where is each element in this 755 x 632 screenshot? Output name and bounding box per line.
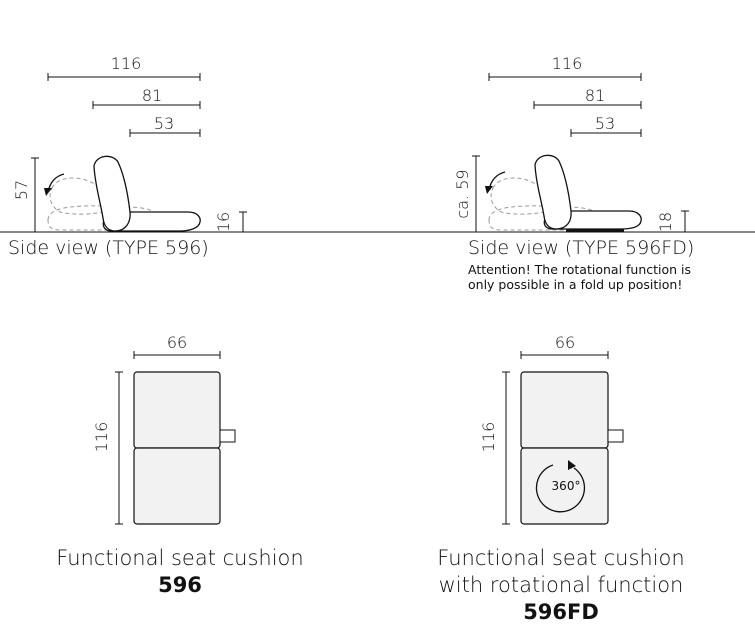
side-handle-fd bbox=[607, 429, 624, 443]
arrow-head bbox=[44, 188, 52, 196]
dimension-length-label: 116 bbox=[92, 422, 111, 453]
side-handle bbox=[219, 429, 236, 443]
cushion-backrest bbox=[93, 155, 131, 232]
product-title-596fd-line1: Functional seat cushion bbox=[437, 546, 685, 570]
cushion-back-panel-fd bbox=[520, 371, 609, 449]
product-title-596fd-line2: with rotational function bbox=[438, 573, 684, 597]
dimension-width-fd: 66 bbox=[520, 333, 609, 359]
top-view-596: 66 116 bbox=[92, 333, 236, 525]
rotation-circle-icon bbox=[535, 464, 586, 513]
dimension-middle-length-fd: 81 bbox=[533, 86, 642, 109]
rotation-arrow-head bbox=[568, 460, 576, 470]
dimension-width: 66 bbox=[133, 333, 221, 359]
side-view-caption-596fd: Side view (TYPE 596FD) bbox=[468, 237, 695, 259]
rotation-base bbox=[566, 229, 624, 232]
dimension-length-fd: 116 bbox=[479, 371, 510, 525]
arrow-head-fd bbox=[485, 186, 493, 194]
side-view-596: 116 81 53 57 16 bbox=[12, 54, 247, 232]
dimension-seat-height-fd: 18 bbox=[656, 210, 689, 232]
dimension-seat-length-fd: 53 bbox=[570, 114, 642, 137]
dimension-length-label-fd: 116 bbox=[479, 422, 498, 453]
dimension-width-label-fd: 66 bbox=[555, 333, 575, 352]
side-view-596fd: 116 81 53 ca. 59 18 bbox=[453, 54, 689, 232]
side-view-caption-596: Side view (TYPE 596) bbox=[8, 237, 209, 259]
dimension-seat-height-label: 16 bbox=[214, 212, 233, 232]
dimension-middle-label-fd: 81 bbox=[585, 86, 605, 105]
dimension-height: 57 bbox=[12, 157, 39, 232]
dimension-total-label-fd: 116 bbox=[552, 54, 583, 73]
dimension-seat-height: 16 bbox=[214, 211, 247, 232]
dimension-total-length-fd: 116 bbox=[488, 54, 642, 81]
dimension-seat-height-label-fd: 18 bbox=[656, 212, 675, 232]
reclined-backrest-outline-fd bbox=[490, 177, 552, 215]
top-view-596fd: 66 116 360° bbox=[479, 333, 624, 525]
cushion-seat-panel bbox=[133, 447, 221, 525]
dimension-middle-length: 81 bbox=[92, 86, 201, 109]
dimension-width-label: 66 bbox=[167, 333, 187, 352]
dimension-seat-label-fd: 53 bbox=[595, 114, 615, 133]
dimension-length: 116 bbox=[92, 371, 123, 525]
dimension-middle-label: 81 bbox=[142, 86, 162, 105]
rotation-label: 360° bbox=[552, 479, 581, 493]
dimension-total-length: 116 bbox=[47, 54, 201, 81]
rotation-note-line1: Attention! The rotational function is bbox=[468, 262, 692, 277]
cushion-backrest-fd bbox=[534, 154, 572, 230]
dimension-height-label-fd: ca. 59 bbox=[453, 169, 472, 218]
reclined-backrest-outline bbox=[49, 177, 111, 215]
product-title-596: Functional seat cushion bbox=[56, 546, 304, 570]
rotation-note-line2: only possible in a fold up position! bbox=[468, 277, 683, 292]
dimension-height-fd: ca. 59 bbox=[453, 155, 480, 232]
dimension-seat-length: 53 bbox=[129, 114, 201, 137]
dimension-height-label: 57 bbox=[12, 180, 31, 200]
dimension-seat-label: 53 bbox=[154, 114, 174, 133]
dimension-total-label: 116 bbox=[111, 54, 142, 73]
product-model-596fd: 596FD bbox=[523, 600, 599, 624]
cushion-back-panel bbox=[133, 371, 221, 449]
product-model-596: 596 bbox=[158, 573, 202, 597]
